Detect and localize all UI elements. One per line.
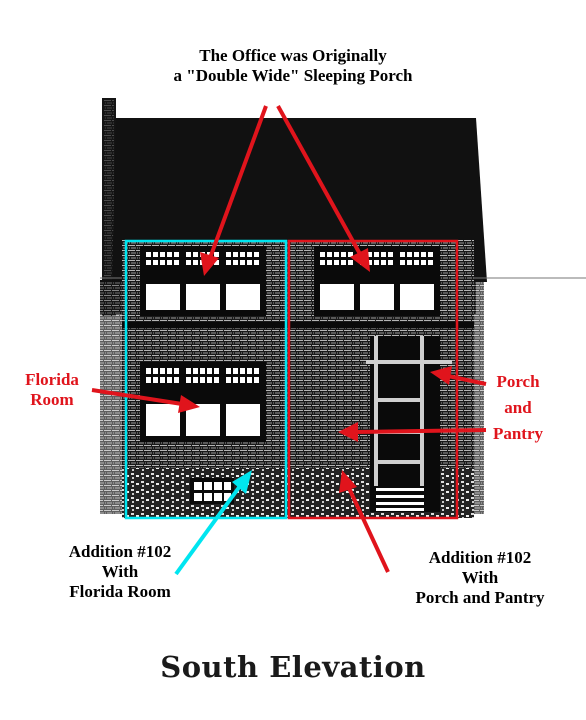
add-left-line-1: Addition #102 — [68, 542, 172, 561]
upper-right-windows — [314, 246, 440, 316]
porch-line-1: Porch — [496, 372, 540, 391]
note-line-2: a "Double Wide" Sleeping Porch — [173, 66, 413, 86]
arrowhead-top-left — [200, 252, 219, 276]
arrowhead-addition-left — [232, 470, 252, 494]
addition-porch-label: Addition #102 With Porch and Pantry — [380, 548, 580, 608]
florida-line-2: Room — [30, 390, 74, 410]
note-line-1: The Office was Originally — [199, 46, 387, 65]
add-right-line-1: Addition #102 — [428, 548, 532, 567]
arrowhead-florida — [178, 395, 200, 413]
arrow-porch — [447, 374, 487, 386]
arrowhead-top-right — [350, 248, 370, 272]
add-left-line-3: Florida Room — [69, 582, 171, 602]
add-right-line-2: With — [461, 568, 499, 588]
add-right-line-3: Porch and Pantry — [415, 588, 545, 608]
arrowhead-porch — [430, 366, 452, 385]
south-elevation-caption: South Elevation — [160, 650, 426, 684]
arrow-top-right — [276, 105, 362, 255]
porch-line-2: and — [504, 398, 532, 418]
florida-line-1: Florida — [25, 370, 79, 389]
porch-line-3: Pantry — [492, 424, 544, 444]
arrowhead-addition-right — [339, 470, 357, 493]
arrowhead-pantry — [338, 422, 358, 442]
add-left-line-2: With — [101, 562, 139, 582]
arrow-florida — [91, 388, 183, 406]
porch-pantry-label: Porch and Pantry — [478, 372, 558, 444]
florida-room-highlight — [124, 239, 288, 520]
florida-room-label: Florida Room — [14, 370, 90, 410]
sleeping-porch-note: The Office was Originally a "Double Wide… — [0, 46, 586, 86]
arrow-pantry — [355, 428, 487, 434]
arrow-top-left — [208, 105, 268, 259]
arrow-addition-right — [346, 485, 390, 573]
porch-structure — [366, 336, 452, 512]
addition-florida-label: Addition #102 With Florida Room — [20, 542, 220, 602]
basement-window — [190, 478, 234, 504]
arrow-addition-left — [174, 484, 242, 576]
